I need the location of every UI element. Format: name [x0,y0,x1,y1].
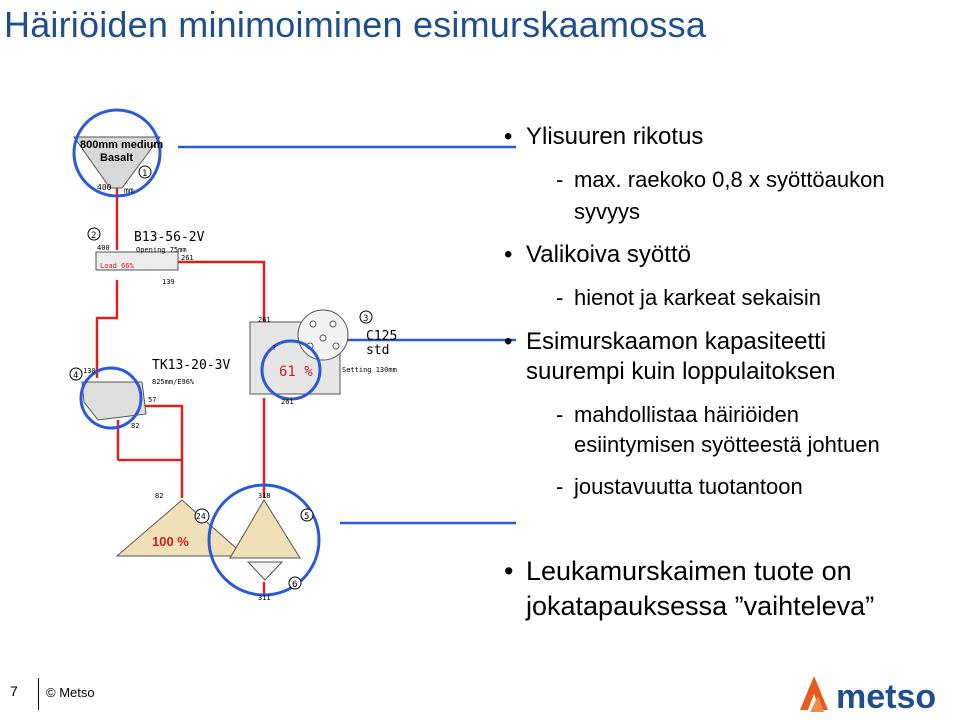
node-6: 6 [292,580,297,590]
node-3: 3 [363,314,368,324]
metso-logo: metso [800,676,936,716]
stockpile-2-out: 311 [258,594,271,602]
bullet-kapasiteetti-line1: Esimurskaamon kapasiteetti [526,328,827,355]
feeder-under: 139 [162,278,175,286]
sub-bullet-mahdollistaa-line1: mahdollistaa häiriöiden [574,402,800,427]
stockpile-1 [115,499,247,557]
stockpile-1-percent: 100 % [152,534,189,549]
crusher-side: ? [272,344,276,352]
logo-text: metso [836,678,936,716]
screen [81,381,147,421]
logo-mark-icon [800,676,828,710]
footer-divider [38,678,39,710]
circle-crusher [260,339,322,401]
bullet-leukamurskain-line2: jokatapauksessa ”vaihteleva” [526,591,875,621]
sub-bullet-mahdollistaa: mahdollistaa häiriöiden esiintymisen syö… [500,400,880,460]
sub-bullet-joustavuutta: joustavuutta tuotantoon [500,472,803,502]
crusher-model: C125 [366,329,397,344]
crusher-load: 61 % [279,364,313,380]
crusher-out: 261 [281,398,294,406]
sub-bullet-raekoko-cont: syvyys [574,199,640,224]
bullet-leukamurskain: Leukamurskaimen tuote on jokatapauksessa… [500,554,874,624]
screen-out-2: 82 [131,422,139,430]
feeder-in: 400 [97,244,110,252]
circle-stockpile [207,483,321,597]
node-4: 4 [73,371,78,381]
crusher-in: 261 [258,316,271,324]
screen-in: 130 [83,367,96,375]
bullet-ylisuuren: Ylisuuren rikotus [500,122,703,152]
node-2: 2 [91,231,96,241]
feeder-out: 261 [181,254,194,262]
circle-screen [79,366,143,430]
stockpile-2 [229,499,301,559]
hopper [73,136,161,189]
crusher-std: std [366,343,389,358]
circle-hopper [72,108,162,198]
feeder [95,251,179,271]
page-number: 7 [10,683,18,699]
bullet-leukamurskain-line1: Leukamurskaimen tuote on [526,556,852,586]
stockpile-2-feeder [246,561,284,581]
crusher-setting: Setting 130mm [342,366,397,374]
stockpile-2-flow: 318 [258,492,271,500]
hopper-label-2: Basalt [100,152,133,164]
screen-spec: 825mm/E96% [152,378,195,386]
feeder-model: B13-56-2V [134,230,205,245]
hopper-unit: mm [124,186,134,195]
copyright: © Metso [46,685,95,700]
screen-out-1: 57 [148,396,156,404]
feeder-opening: Opening 75mm [136,246,187,254]
node-5: 5 [304,512,309,522]
bullet-kapasiteetti: Esimurskaamon kapasiteetti suurempi kuin… [500,327,836,387]
node-24: 24 [196,512,206,521]
feeder-load: Load 66% [100,262,135,270]
slide-title: Häiriöiden minimoiminen esimurskaamossa [4,4,707,45]
sub-bullet-mahdollistaa-line2: esiintymisen syötteestä johtuen [574,432,880,457]
screen-model: TK13-20-3V [152,358,230,373]
hopper-label-1: 800mm medium [80,139,163,151]
node-1: 1 [142,169,147,179]
bullet-kapasiteetti-line2: suurempi kuin loppulaitoksen [526,358,836,385]
bullet-valikoiva: Valikoiva syöttö [500,240,691,270]
sub-bullet-raekoko: max. raekoko 0,8 x syöttöaukon [500,165,885,195]
stockpile-1-flow: 82 [155,492,163,500]
hopper-flow: 400 [97,183,112,192]
sub-bullet-hienot: hienot ja karkeat sekaisin [500,283,821,313]
